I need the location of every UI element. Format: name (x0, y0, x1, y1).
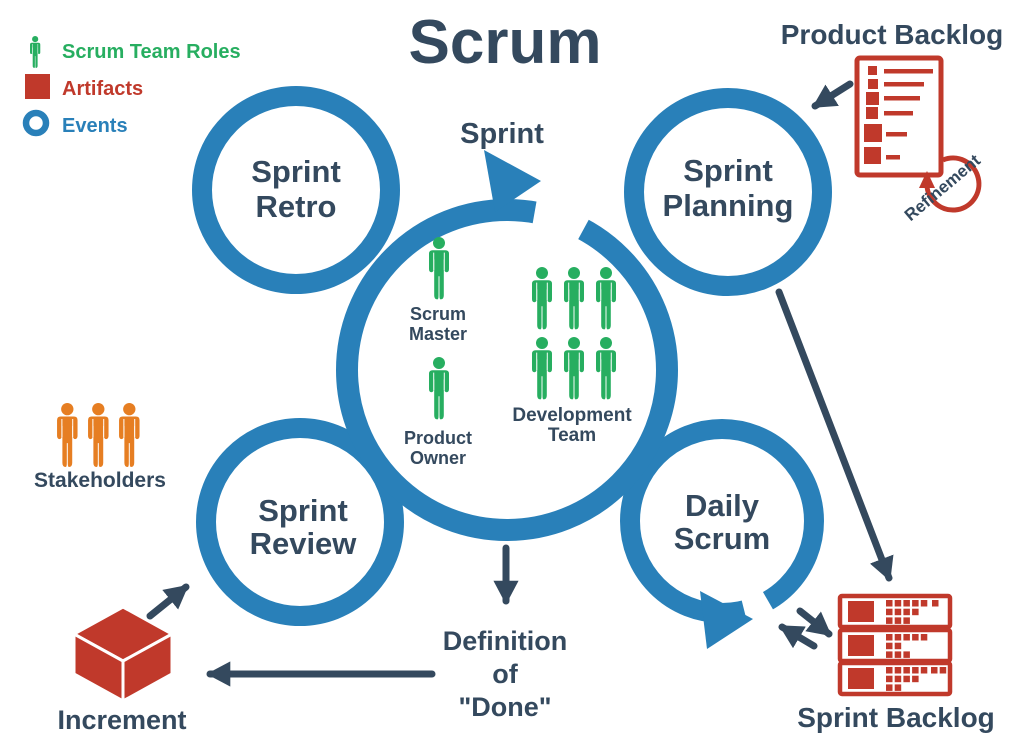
arrow-sprint-backlog-to-daily-scrum (778, 623, 818, 650)
sprint-review-label: Sprint Review (250, 493, 358, 561)
svg-text:Owner: Owner (410, 448, 466, 468)
svg-text:of: of (492, 659, 518, 689)
sprint-planning-circle (624, 88, 832, 296)
svg-text:Review: Review (250, 526, 358, 561)
development-team-label: Development Team (512, 405, 632, 446)
sprint-backlog-icon (837, 593, 953, 697)
stakeholders-label: Stakeholders (34, 469, 166, 492)
svg-text:Retro: Retro (256, 189, 337, 224)
legend-artifacts-icon (25, 74, 50, 99)
development-team-icon (532, 267, 616, 400)
product-owner-label: Product Owner (404, 428, 472, 468)
arrow-product-backlog-to-sprint-planning (811, 80, 854, 110)
arrow-daily-scrum-to-sprint-backlog (796, 607, 833, 638)
legend-roles-label: Scrum Team Roles (62, 41, 241, 63)
svg-text:Daily: Daily (685, 488, 760, 523)
sprint-cycle-ring (336, 150, 678, 541)
daily-scrum-ring-arrow (700, 521, 797, 666)
svg-text:Sprint: Sprint (258, 493, 348, 528)
svg-text:Sprint: Sprint (251, 154, 341, 189)
svg-text:Planning: Planning (663, 188, 794, 223)
sprint-label: Sprint (460, 118, 544, 150)
increment-label: Increment (57, 705, 186, 735)
definition-of-done-label: Definition of "Done" (443, 626, 567, 722)
scrum-master-label: Scrum Master (409, 304, 467, 344)
svg-text:Master: Master (409, 324, 467, 344)
svg-text:Definition: Definition (443, 626, 567, 656)
legend: Scrum Team Roles Artifacts Events (22, 36, 241, 137)
product-owner-icon (429, 357, 449, 420)
sprint-retro-label: Sprint Retro (251, 154, 341, 224)
scrum-master-icon (429, 237, 449, 300)
product-backlog-label: Product Backlog (781, 19, 1003, 50)
svg-text:Scrum: Scrum (674, 521, 770, 556)
svg-text:Sprint: Sprint (683, 153, 773, 188)
page-title: Scrum (409, 8, 602, 77)
legend-roles-person-icon (30, 36, 41, 68)
svg-text:Team: Team (548, 425, 596, 446)
svg-text:Development: Development (512, 405, 632, 426)
daily-scrum-label: Daily Scrum (674, 488, 770, 556)
arrow-increment-to-sprint-review (146, 583, 190, 620)
svg-text:Scrum: Scrum (410, 304, 466, 324)
legend-artifacts-label: Artifacts (62, 78, 143, 100)
product-backlog-icon (854, 55, 944, 178)
stakeholders-icon (57, 403, 140, 467)
svg-text:Product: Product (404, 428, 472, 448)
arrow-sprint-planning-to-sprint-backlog (775, 288, 894, 582)
legend-events-label: Events (62, 115, 128, 137)
sprint-review-circle (196, 418, 404, 626)
sprint-retro-circle (192, 86, 400, 294)
svg-text:"Done": "Done" (458, 692, 551, 722)
sprint-backlog-label: Sprint Backlog (797, 702, 995, 733)
legend-events-icon (22, 109, 50, 137)
increment-icon (72, 605, 174, 703)
refinement-loop-arrow (919, 155, 982, 213)
sprint-planning-label: Sprint Planning (663, 153, 794, 223)
